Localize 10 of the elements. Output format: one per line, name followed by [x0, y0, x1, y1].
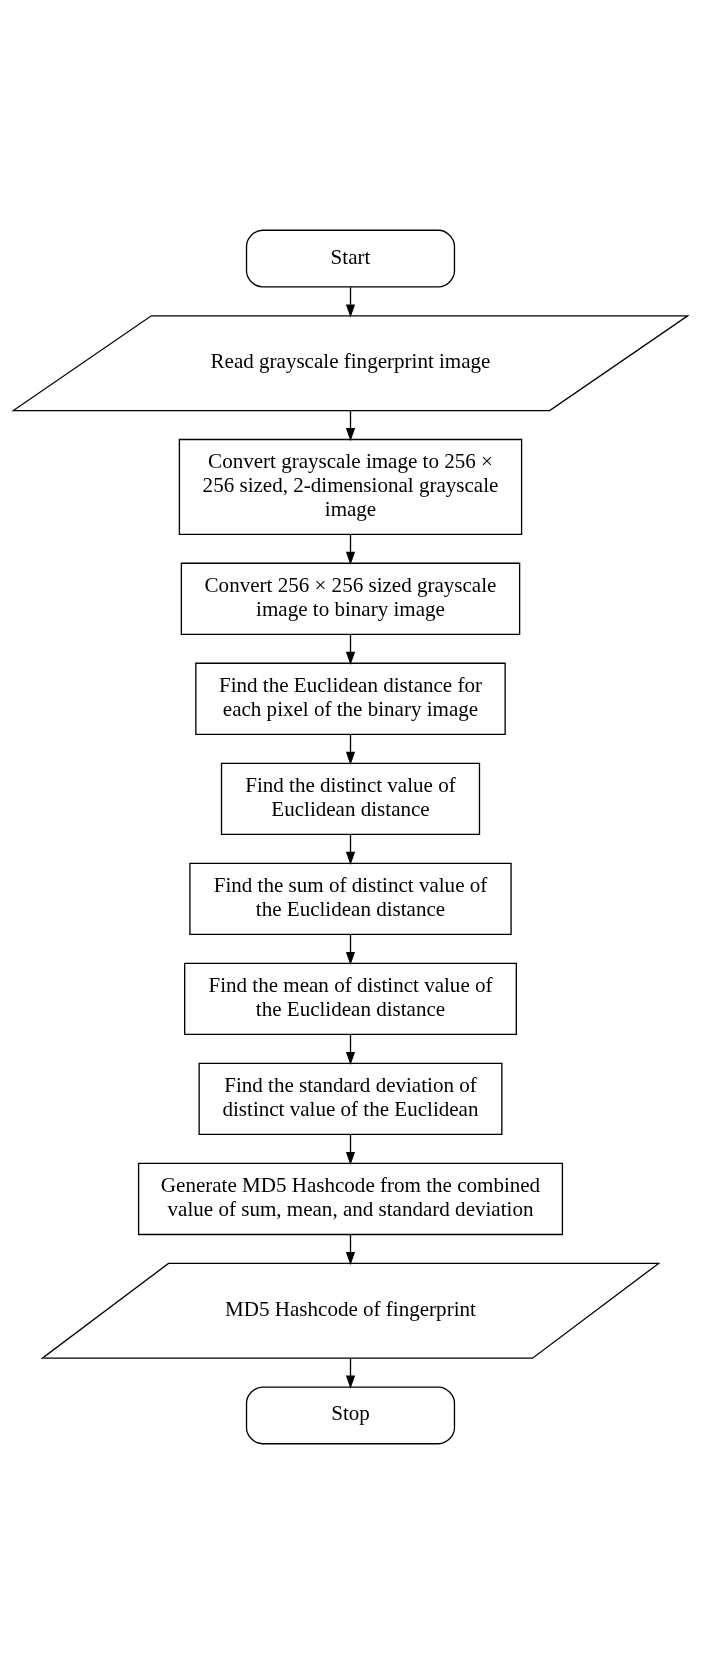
- node-box: Convert grayscale image to 256 × 256 sized, 2-dimensional grayscale image: [178, 438, 523, 535]
- node-box: Find the distinct value of Euclidean distance: [220, 762, 481, 836]
- node-box: Find the Euclidean distance for each pixel of the binary image: [195, 662, 506, 735]
- node-box: Find the sum of distinct value of the Euclidean distance: [189, 862, 512, 936]
- node-box: Find the mean of distinct value of the Euclidean distance: [184, 962, 517, 1036]
- node-box: Stop: [245, 1386, 456, 1445]
- node-box: Generate MD5 Hashcode from the combined value of sum, mean, and standard deviation: [137, 1162, 564, 1236]
- node-box: Start: [245, 229, 456, 288]
- node-box: Find the standard deviation of distinct value of the Euclidean: [198, 1062, 503, 1136]
- node-box: Convert 256 × 256 sized grayscale image to binary image: [180, 562, 521, 635]
